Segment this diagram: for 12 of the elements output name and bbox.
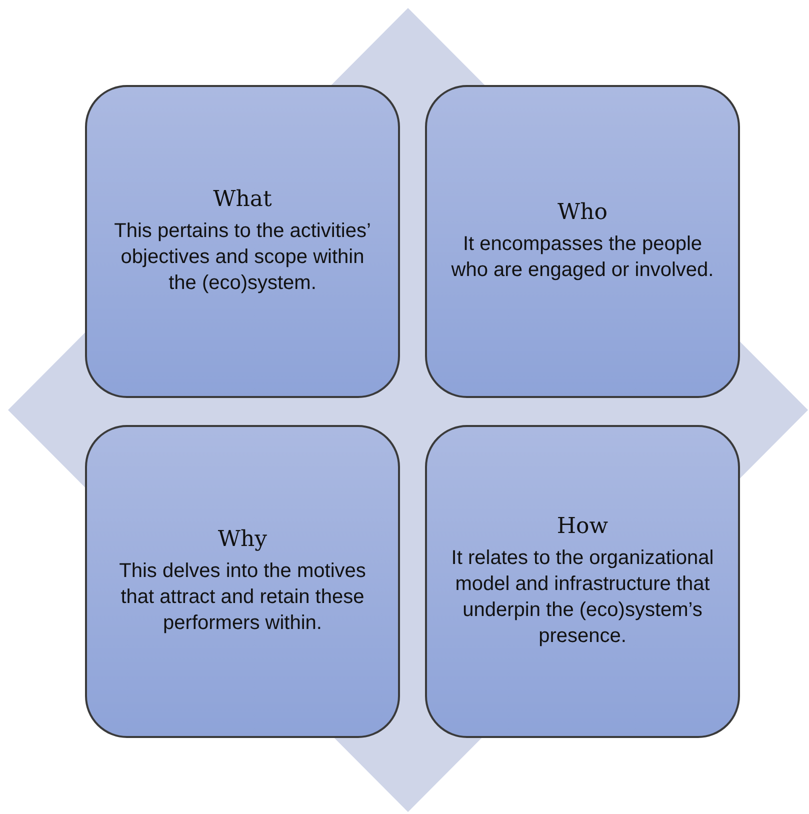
box-description: It encompasses the people who are engaged or involved.: [450, 232, 715, 283]
box-heading: What: [213, 187, 272, 212]
box-heading: Who: [557, 200, 608, 225]
box-description: This pertains to the activities’ objectives and scope within the (eco)system.: [113, 219, 372, 296]
box-heading: Why: [218, 527, 268, 552]
box-heading: How: [556, 514, 608, 539]
box-description: It relates to the organizational model and infrastructure that underpin the (eco)system’s presence.: [450, 546, 715, 649]
rounded-box: [85, 425, 400, 738]
rounded-box: [425, 425, 740, 738]
rounded-box: [425, 85, 740, 398]
box-description: This delves into the motives that attract and retain these performers within.: [118, 559, 367, 636]
rounded-box: [85, 85, 400, 398]
